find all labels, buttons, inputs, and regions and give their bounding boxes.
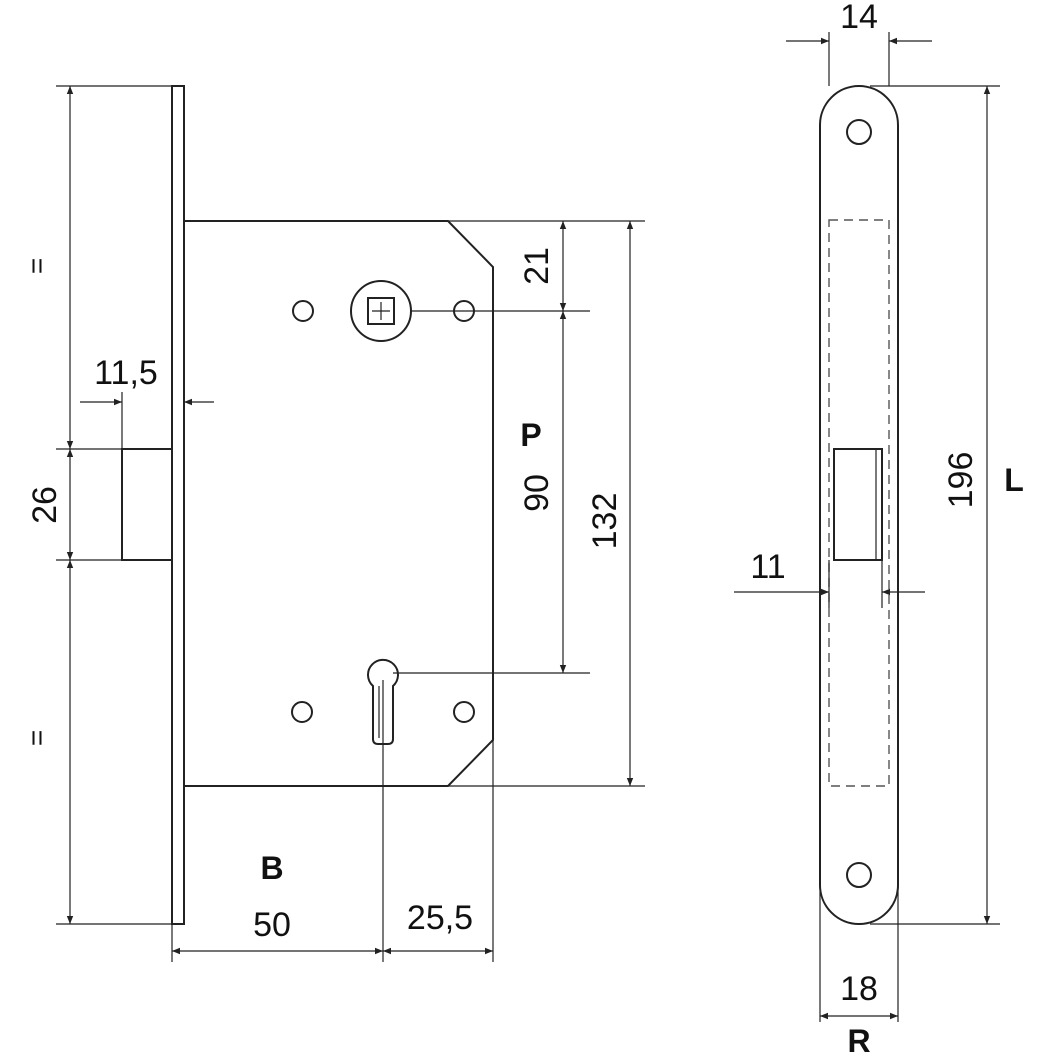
label-case-remainder: 25,5 bbox=[407, 899, 473, 937]
label-center-distance: 90 bbox=[518, 474, 556, 512]
label-front-width: 14 bbox=[840, 0, 878, 36]
label-case-height: 132 bbox=[586, 493, 624, 550]
label-bolt-height: 26 bbox=[26, 486, 64, 524]
label-faceplate-thickness: 11,5 bbox=[94, 354, 158, 392]
hidden-case-outline bbox=[828, 219, 890, 787]
label-plate-width: 18 bbox=[840, 970, 878, 1008]
label-bolt-offset: 11 bbox=[750, 548, 785, 586]
label-backset: 50 bbox=[253, 906, 291, 944]
spindle-square bbox=[367, 297, 395, 325]
screw-hole-top-left bbox=[292, 300, 314, 322]
label-center-distance-letter: P bbox=[520, 417, 541, 453]
faceplate bbox=[171, 85, 185, 925]
front-screw-hole-bottom bbox=[846, 862, 872, 888]
label-plate-letter: R bbox=[847, 1023, 870, 1056]
lock-case bbox=[184, 220, 494, 787]
label-upper-equal: = bbox=[21, 258, 52, 274]
latch-bolt bbox=[121, 448, 173, 561]
front-view: 14 196 L 11 18 R bbox=[734, 0, 1024, 1056]
side-view: = = 26 11,5 21 P 90 132 B 50 25,5 bbox=[21, 85, 645, 962]
label-length-letter: L bbox=[1004, 462, 1024, 498]
label-spindle-offset: 21 bbox=[518, 247, 556, 285]
keyhole bbox=[367, 658, 399, 745]
label-front-plate-height: 196 bbox=[942, 452, 980, 509]
front-screw-hole-top bbox=[846, 119, 872, 145]
label-lower-equal: = bbox=[21, 730, 52, 746]
label-backset-letter: B bbox=[260, 850, 283, 886]
front-bolt-opening bbox=[833, 448, 883, 561]
screw-hole-bottom-left bbox=[291, 701, 313, 723]
screw-hole-bottom-right bbox=[453, 701, 475, 723]
